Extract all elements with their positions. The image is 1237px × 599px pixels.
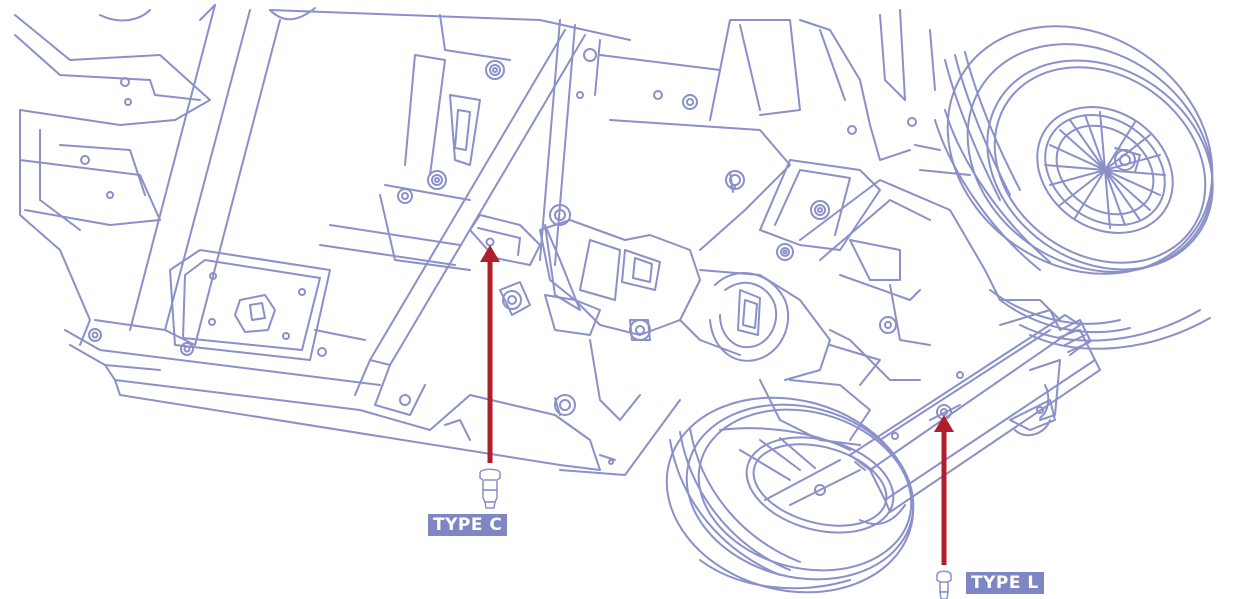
lower-floor [429, 339, 681, 476]
floor-plate [88, 184, 471, 361]
gearbox [539, 159, 881, 381]
lower-wheel [665, 396, 915, 594]
screw-icon [479, 468, 501, 509]
left-frame-rails [14, 4, 316, 346]
upper-wheel [934, 25, 1214, 350]
rear-suspension [759, 144, 1061, 496]
type-l-arrowhead [934, 415, 954, 432]
type-l-label: TYPE L [966, 572, 1044, 594]
rear-details [1009, 399, 1056, 437]
type-c-label: TYPE C [428, 514, 508, 536]
upper-brackets [404, 9, 936, 251]
rear-rail [849, 309, 1101, 513]
screw-icon [936, 570, 952, 599]
center-crossmember [469, 204, 581, 316]
type-c-arrowhead [480, 245, 500, 262]
